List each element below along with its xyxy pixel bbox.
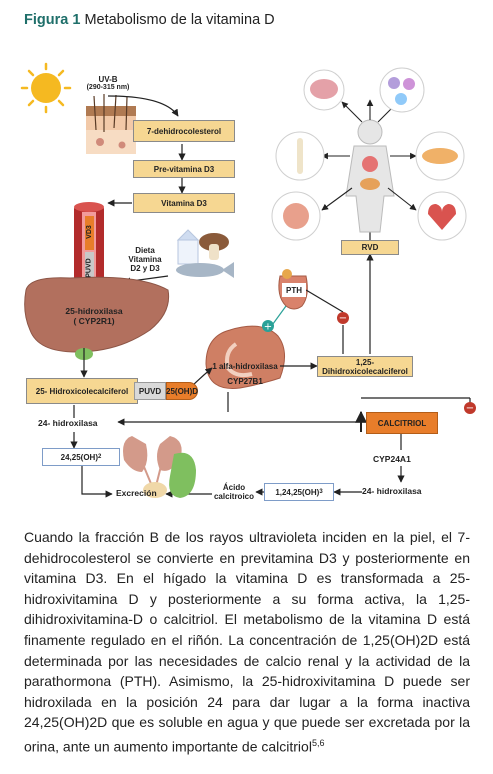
body-organs-icon xyxy=(360,156,380,190)
box-rvd: RVD xyxy=(341,240,399,255)
box-pth: PTH xyxy=(282,283,306,297)
bone-icon xyxy=(275,131,325,181)
box-calcidiol-label: 25- Hidroxicolecalciferol xyxy=(35,386,129,396)
plus-sign-text: + xyxy=(264,322,272,333)
liver-icon xyxy=(24,276,170,353)
box-rvd-label: RVD xyxy=(361,243,379,252)
mushroom-icon xyxy=(199,233,229,260)
box-previtamin-d3: Pre-vitamina D3 xyxy=(133,160,235,178)
excretion-text: Excreción xyxy=(116,488,157,498)
box-12425-text: 1,24,25(OH) xyxy=(275,487,320,497)
kidney-icon xyxy=(205,325,285,389)
hydroxylase-24-right-text: 24- hidroxilasa xyxy=(362,486,422,496)
puvd-vessel-label: PUVD xyxy=(86,258,94,277)
box-calcitriol-125: 1,25- Dihidroxicolecalciferol xyxy=(317,356,413,377)
plus-sign: + xyxy=(262,320,274,333)
box-pth-label: PTH xyxy=(286,285,302,295)
human-body-icon xyxy=(345,119,395,233)
figure-description: Cuando la fracción B de los rayos ultrav… xyxy=(24,527,470,757)
fish-icon xyxy=(176,262,234,278)
puvd-vessel-text: PUVD xyxy=(85,258,93,278)
box-vitamin-d3: Vitamina D3 xyxy=(133,193,235,213)
box-7-dehydrocholesterol: 7-dehidrocolesterol xyxy=(133,120,235,142)
vd3-label: VD3 xyxy=(86,225,94,239)
heart-icon xyxy=(417,191,467,241)
diet-line-1: Dieta xyxy=(135,246,155,255)
kidney-enzyme-label: 1 alfa-hidroxilasa CYP27B1 xyxy=(206,362,284,386)
uv-b-text: UV-B xyxy=(98,75,118,84)
box-2425-text: 24,25(OH) xyxy=(60,452,98,462)
brain-icon xyxy=(303,69,345,111)
box-12425-sub: 3 xyxy=(319,489,323,495)
acid-line-2: calcitroico xyxy=(213,492,254,502)
cyp24-text: CYP24A1 xyxy=(373,454,411,464)
uv-label: UV-B (290-315 nm) xyxy=(82,75,134,92)
box-25ohd: 25(OH)D xyxy=(166,382,198,400)
box-calcitriol: CALCITRIOL xyxy=(366,412,438,434)
vitamin-d-diagram: − − + xyxy=(20,62,476,498)
liver-code-text: ( CYP2R1) xyxy=(73,315,115,326)
intestine-icon xyxy=(271,191,321,241)
box-vitamin-label: Vitamina D3 xyxy=(161,198,207,208)
diet-label: Dieta Vitamina D2 y D3 xyxy=(122,246,168,274)
liver-enzyme-text: 25-hidroxilasa xyxy=(65,306,123,316)
uv-range-text: (290-315 nm) xyxy=(86,84,130,92)
description-refs: 5,6 xyxy=(311,737,325,748)
box-puvd: PUVD xyxy=(134,382,166,400)
gallbladder-lower-icon xyxy=(169,452,196,498)
figure-title-text: Metabolismo de la vitamina D xyxy=(84,12,275,28)
acid-label: Ácido calcitroico xyxy=(212,483,256,501)
diet-line-3: D2 y D3 xyxy=(130,264,160,274)
box-previtamin-label: Pre-vitamina D3 xyxy=(153,164,215,174)
box-7-dehydrocholesterol-label: 7-dehidrocolesterol xyxy=(146,126,222,136)
liver-enzyme-label: 25-hidroxilasa ( CYP2R1) xyxy=(48,306,140,327)
cyp24-label: CYP24A1 xyxy=(373,454,411,465)
box-calcitriol-125-label: 1,25- Dihidroxicolecalciferol xyxy=(322,357,408,376)
blood-vessel xyxy=(74,202,104,296)
excretion-label: Excreción xyxy=(116,488,157,499)
diet-line-2: Vitamina xyxy=(128,255,162,265)
kidney-enzyme-text: 1 alfa-hidroxilasa xyxy=(212,362,278,371)
acid-line-1: Ácido xyxy=(222,483,246,492)
hydroxylase-24-left-text: 24- hidroxilasa xyxy=(38,418,98,428)
description-text: Cuando la fracción B de los rayos ultrav… xyxy=(24,529,470,755)
hydroxylase-24-left: 24- hidroxilasa xyxy=(38,418,98,429)
sun-icon xyxy=(20,62,72,114)
box-puvd-label: PUVD xyxy=(138,386,162,396)
milk-icon xyxy=(176,229,200,265)
vd3-text: VD3 xyxy=(85,225,93,239)
minus-sign-text-2: − xyxy=(466,403,474,414)
figure-label: Figura 1 xyxy=(24,12,81,28)
box-2425-oh2: 24,25(OH)2 xyxy=(42,448,120,466)
immune-cells-icon xyxy=(379,67,425,113)
minus-sign-text-1: − xyxy=(339,313,347,324)
box-calcidiol: 25- Hidroxicolecalciferol xyxy=(26,378,138,404)
box-calcitriol-label: CALCITRIOL xyxy=(377,418,427,428)
kidney-code-text: CYP27B1 xyxy=(227,377,263,387)
hydroxylase-24-right: 24- hidroxilasa xyxy=(362,486,422,497)
pancreas-icon xyxy=(415,131,465,181)
figure-title: Figura 1 Metabolismo de la vitamina D xyxy=(24,12,275,28)
box-2425-sub: 2 xyxy=(98,454,102,460)
box-25ohd-label: 25(OH)D xyxy=(166,386,199,396)
minus-sign-pth: − xyxy=(337,312,349,324)
minus-sign-calcitriol: − xyxy=(464,402,476,414)
skin-icon xyxy=(86,94,136,154)
box-12425-oh3: 1,24,25(OH)3 xyxy=(264,483,334,501)
